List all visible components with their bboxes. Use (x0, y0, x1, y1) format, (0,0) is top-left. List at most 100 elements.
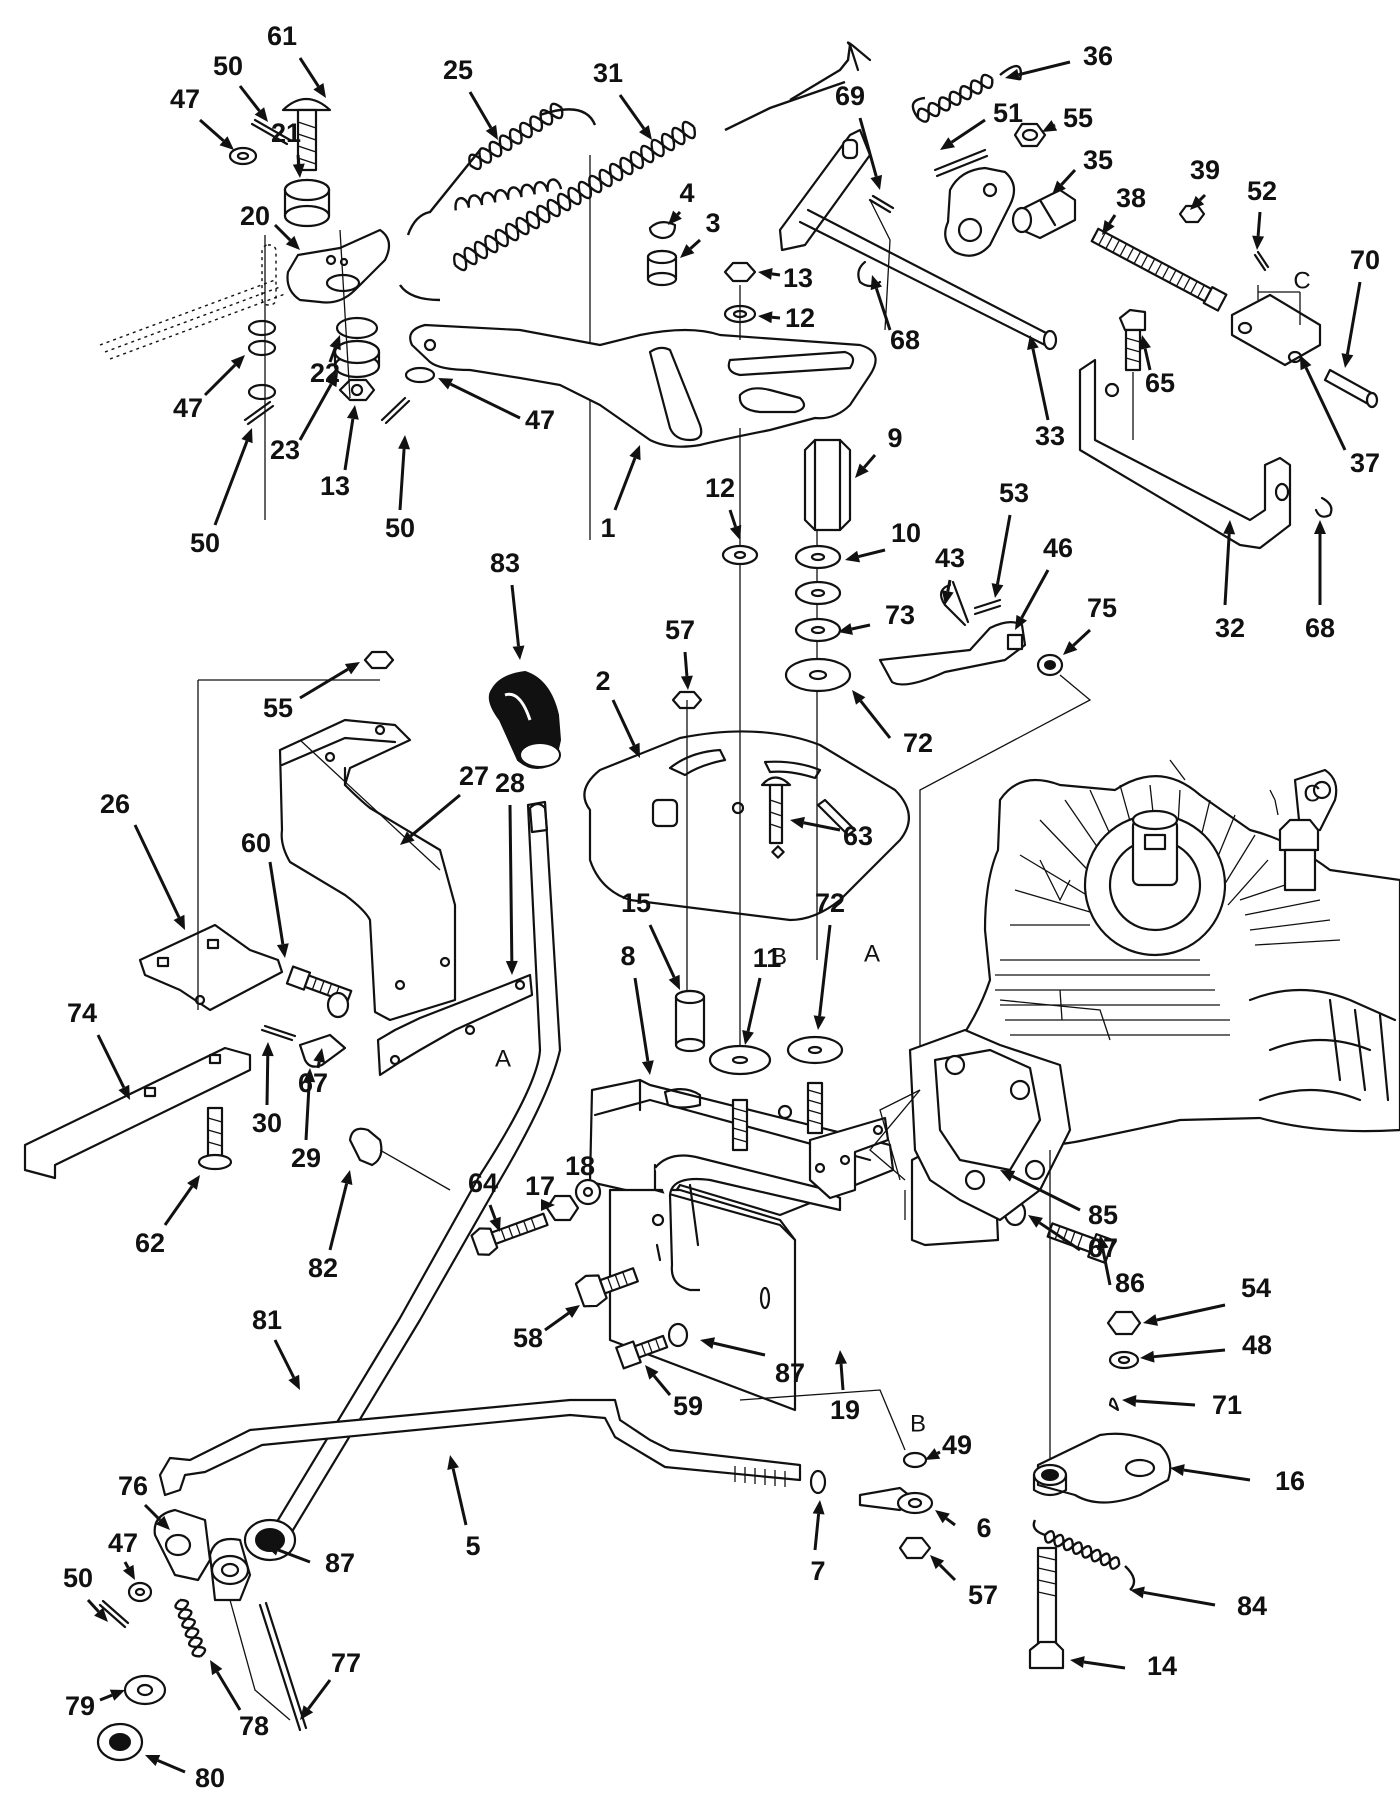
callout-arrow-head (400, 831, 415, 845)
callout-arrow-line (143, 1503, 162, 1522)
callout-arrow-head (505, 960, 518, 975)
callout-number: 8 (620, 941, 635, 971)
callout-number: 49 (942, 1430, 972, 1460)
callout-arrow-line (1083, 1660, 1126, 1670)
callout-number: 30 (252, 1108, 282, 1138)
callout-arrow-line (1031, 348, 1050, 421)
callout-arrow-head (812, 1500, 825, 1515)
callout-number: 76 (118, 1471, 148, 1501)
callout-arrow-line (618, 94, 646, 130)
callout-arrow-head (276, 943, 289, 958)
callout-number: 84 (1237, 1591, 1267, 1621)
callout-arrow-line (398, 448, 406, 511)
callout-number: 63 (843, 821, 873, 851)
callout-arrow-head (1015, 614, 1028, 630)
callout-number: 12 (785, 303, 815, 333)
callout-number: 39 (1190, 155, 1220, 185)
bracket-46 (878, 580, 1092, 1050)
callout-arrow-line (268, 861, 285, 945)
callout-number: 52 (1247, 176, 1277, 206)
callout-arrow-head (292, 163, 305, 178)
callout-arrow-head (680, 675, 693, 690)
callout-arrow-line (633, 977, 650, 1062)
callout-arrow-line (215, 1671, 242, 1711)
callout-arrow-line (123, 1561, 130, 1569)
callout-arrow-head (845, 550, 861, 563)
callout-arrow-line (746, 977, 762, 1032)
callout-arrow-line (858, 548, 886, 559)
callout-arrow-line (950, 118, 986, 144)
callout-arrow-head (118, 1084, 130, 1100)
callout-arrow-line (1020, 569, 1050, 619)
callout-arrow-line (936, 1450, 941, 1455)
callout-arrow-line (648, 924, 676, 978)
callout-arrow-head (1341, 353, 1354, 368)
callout-arrow-head (1027, 335, 1039, 350)
callout-arrow-line (683, 651, 689, 677)
callout-arrow-head (813, 1015, 826, 1030)
callout-number: 71 (1212, 1390, 1242, 1420)
callout-number: 57 (968, 1580, 998, 1610)
callout-arrow-head (758, 267, 773, 280)
callout-arrow-head (241, 428, 253, 444)
callout-arrow-head (1170, 1464, 1185, 1477)
callout-number: 82 (308, 1253, 338, 1283)
callout-arrow-line (544, 1311, 570, 1332)
callout-arrow-head (835, 1350, 848, 1365)
callout-arrow-line (771, 315, 781, 320)
callout-arrow-line (803, 821, 841, 832)
callout-arrow-line (86, 1598, 100, 1613)
callout-number: 75 (1087, 593, 1117, 623)
ref-letter-a-housing: A (864, 940, 880, 967)
linkage-parts-right (868, 122, 1379, 409)
callout-arrow-line (163, 1185, 194, 1226)
callout-number: 26 (100, 789, 130, 819)
callout-arrow-line (468, 91, 493, 129)
callout-arrow-head (485, 124, 498, 140)
callout-arrow-line (676, 210, 682, 216)
callout-number: 21 (271, 118, 301, 148)
callout-number: 20 (240, 201, 270, 231)
callout-arrow-head (1042, 120, 1058, 132)
callout-arrow-line (1108, 214, 1117, 225)
callout-arrow-head (940, 137, 955, 150)
callout-number: 37 (1350, 448, 1380, 478)
callout-arrow-head (941, 590, 954, 605)
callout-arrow-line (839, 1363, 845, 1391)
left-brackets (23, 650, 534, 1191)
lever-plate (409, 221, 877, 448)
callout-number: 23 (270, 435, 300, 465)
callout-arrow-head (325, 372, 338, 388)
callout-arrow-head (1096, 1235, 1109, 1250)
callout-arrow-head (489, 1216, 501, 1232)
callout-arrows (86, 57, 1362, 1774)
callout-arrow-line (409, 793, 461, 838)
callout-number: 53 (999, 478, 1029, 508)
callout-number: 50 (213, 51, 243, 81)
callout-arrow-head (1300, 355, 1312, 371)
callout-arrow-line (1345, 281, 1362, 355)
callout-arrow-head (438, 378, 454, 390)
callout-number: 60 (241, 828, 271, 858)
callout-arrow-line (771, 272, 781, 277)
callout-arrow-line (946, 579, 952, 592)
callout-arrow-line (859, 700, 892, 739)
callout-arrow-line (213, 440, 249, 526)
callout-arrow-head (288, 1374, 300, 1390)
callout-arrow-line (1198, 193, 1207, 202)
callout-number: 50 (385, 513, 415, 543)
callout-arrow-line (238, 85, 261, 112)
callout-arrow-head (1063, 641, 1078, 655)
callout-number: 6 (976, 1513, 991, 1543)
callout-arrow-line (1135, 1399, 1196, 1407)
callout-arrow-line (265, 1055, 270, 1106)
callout-arrow-head (1314, 520, 1326, 534)
callout-arrow-head (638, 125, 652, 140)
callout-arrow-line (343, 418, 355, 471)
callout-number: 48 (1242, 1330, 1272, 1360)
callout-arrow-line (316, 1061, 321, 1069)
callout-arrow-line (488, 1204, 497, 1220)
callout-arrow-head (870, 275, 883, 291)
gate-plate-assembly (583, 428, 910, 1060)
